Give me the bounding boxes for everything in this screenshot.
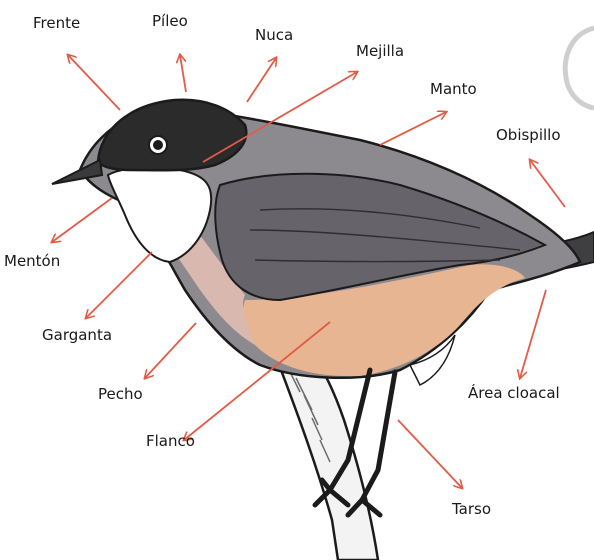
arrow-frente [68,55,120,110]
label-manto: Manto [430,80,477,98]
arrow-manto [380,112,446,145]
label-area-cloacal: Área cloacal [468,384,560,402]
arrow-obispillo [530,160,565,207]
arrow-area-cloacal [520,290,546,378]
arrow-nuca [247,58,276,102]
label-pileo: Píleo [152,12,188,30]
arrow-pecho [145,323,196,378]
label-garganta: Garganta [42,326,112,344]
label-tarso: Tarso [452,500,491,518]
label-menton: Mentón [4,252,60,270]
label-flanco: Flanco [146,432,195,450]
arrow-tarso [398,420,462,488]
label-frente: Frente [33,14,80,32]
label-pecho: Pecho [98,385,143,403]
arrow-garganta [86,252,152,318]
label-mejilla: Mejilla [356,42,404,60]
corner-decoration [565,28,594,108]
label-obispillo: Obispillo [496,126,561,144]
arrow-menton [52,198,112,242]
label-nuca: Nuca [255,26,293,44]
arrow-pileo [180,55,186,92]
head-cap [98,100,246,171]
